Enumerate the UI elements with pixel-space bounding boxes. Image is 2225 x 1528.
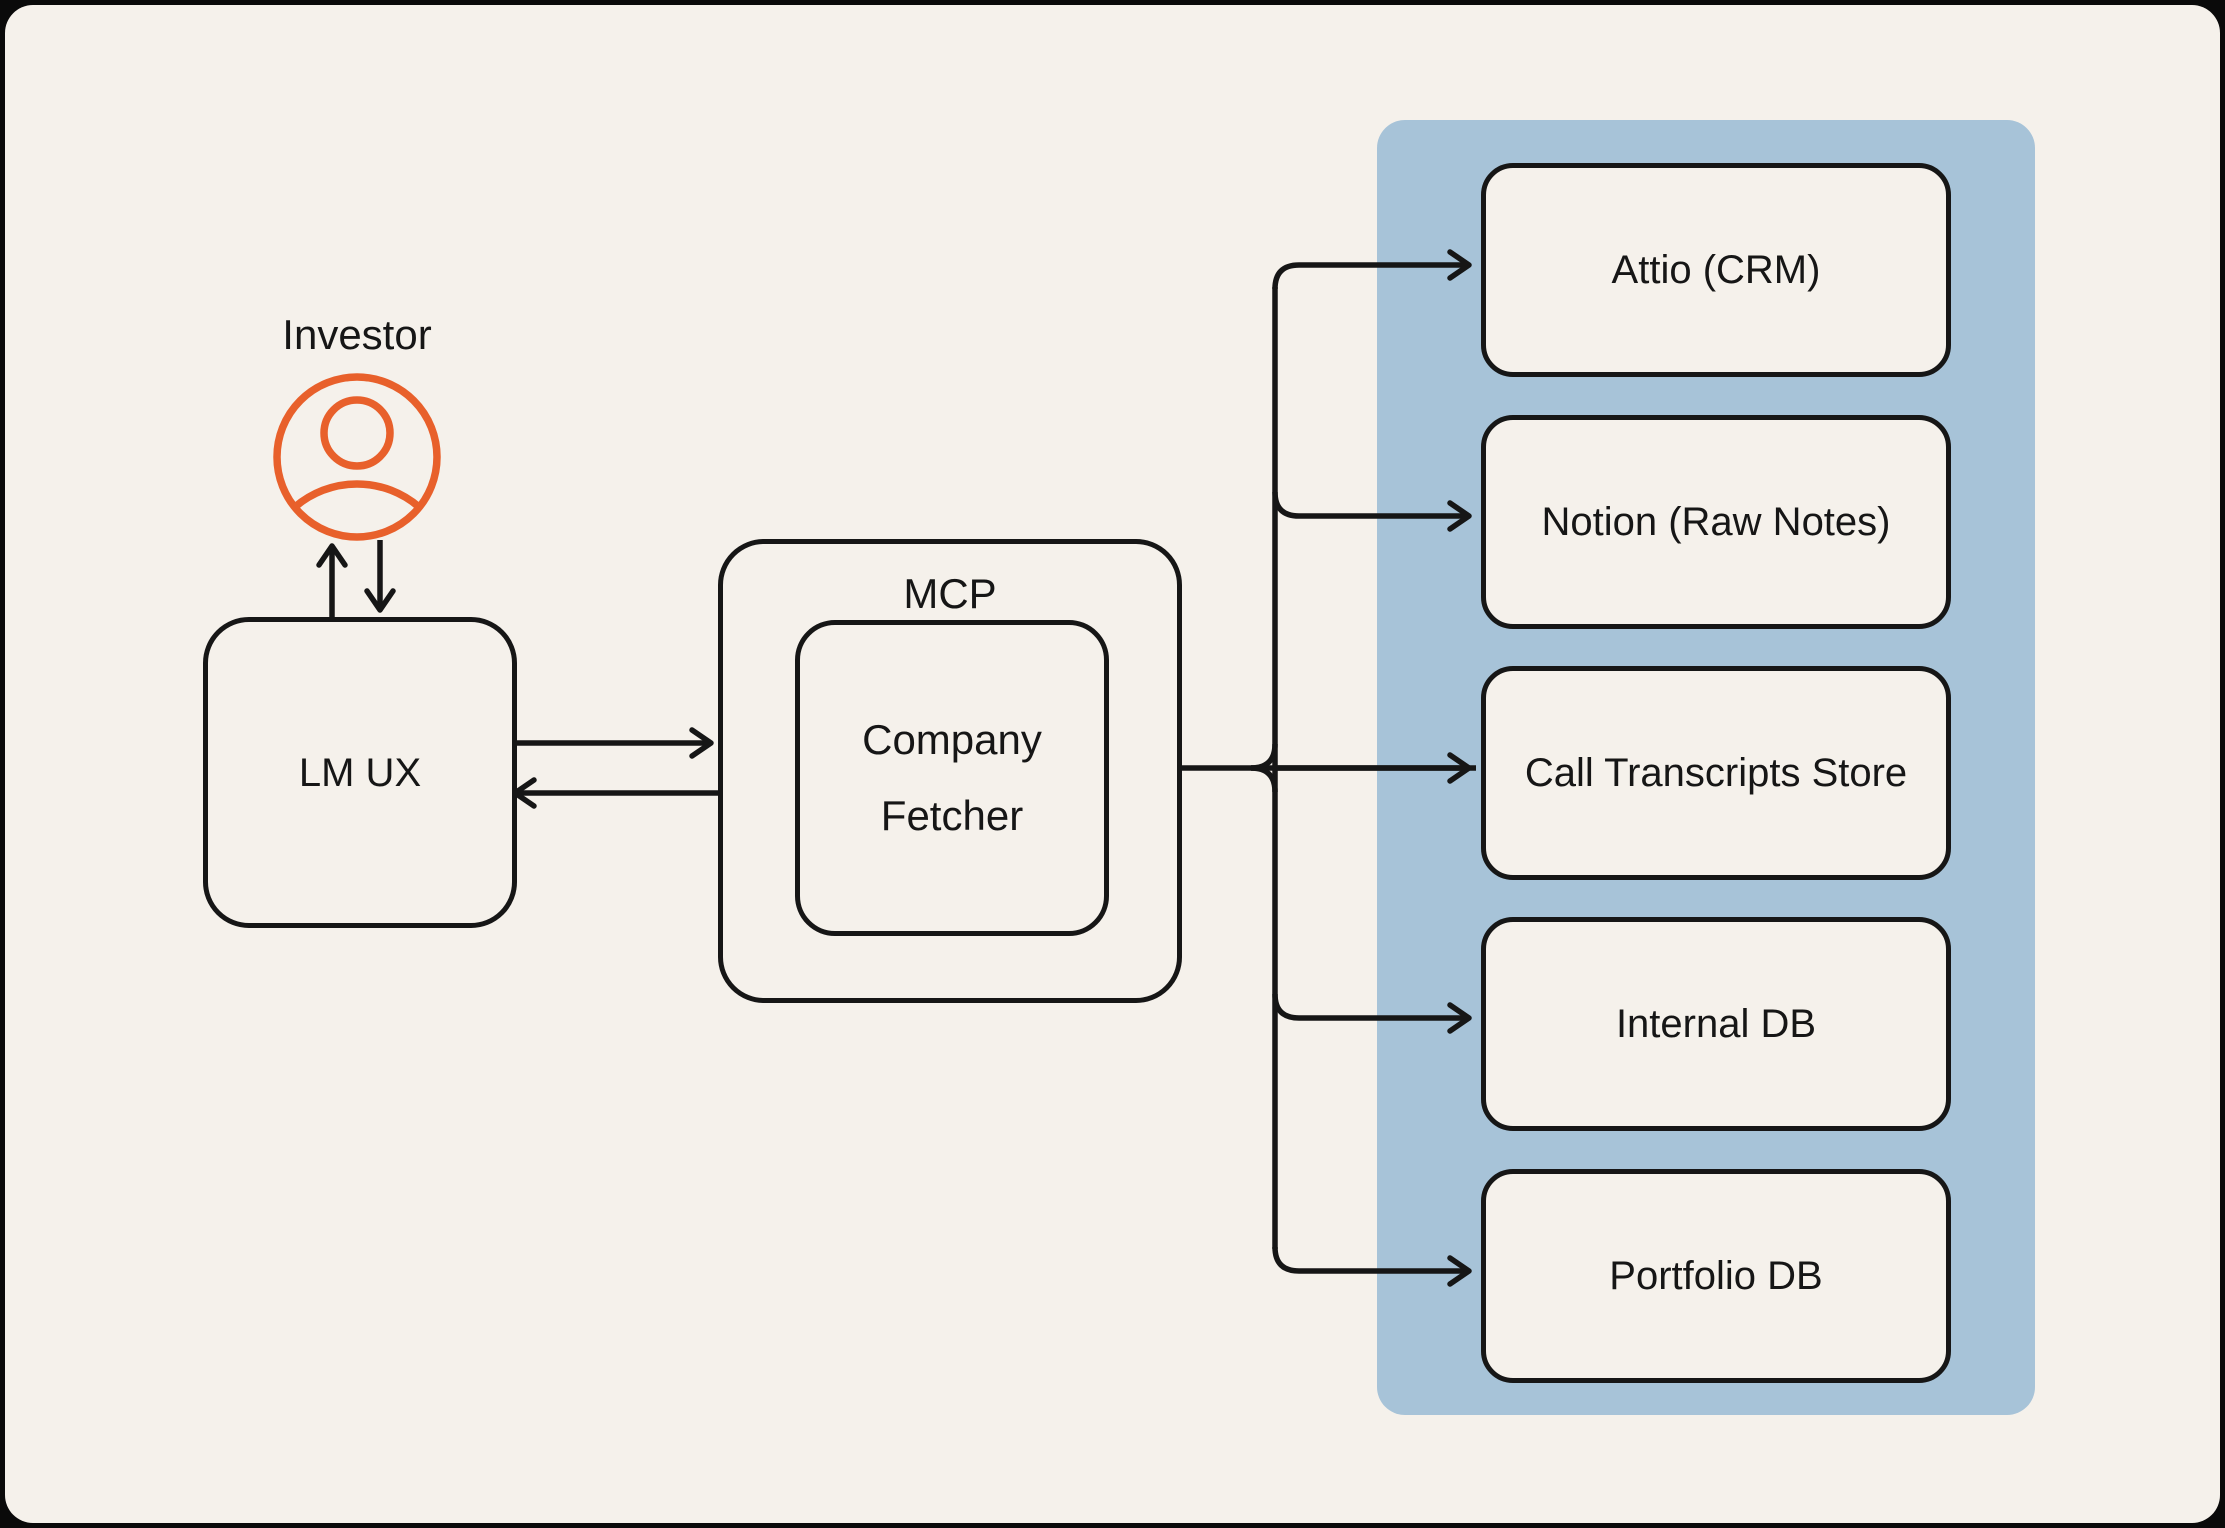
actor-label: Investor	[282, 311, 432, 358]
trunk-fillet-bottom	[1250, 765, 1278, 793]
source-box-attio: Attio (CRM)	[1481, 163, 1951, 377]
user-icon-head	[320, 396, 394, 470]
user-icon-outline	[273, 373, 441, 541]
source-box-notion-label: Notion (Raw Notes)	[1541, 500, 1891, 544]
source-box-portfolio-db: Portfolio DB	[1481, 1169, 1951, 1383]
source-box-call-transcripts-label: Call Transcripts Store	[1524, 751, 1908, 795]
node-company-fetcher: Company Fetcher	[795, 620, 1109, 936]
node-lm-ux-label: LM UX	[298, 750, 422, 795]
arrow-trunk-to-attio	[1272, 249, 1472, 290]
arrow-trunk-to-internal-db	[1272, 993, 1472, 1034]
source-box-portfolio-db-label: Portfolio DB	[1609, 1254, 1823, 1298]
source-box-internal-db-label: Internal DB	[1615, 1002, 1817, 1046]
diagram-canvas: Investor LM UX MCP Company Fetcher Attio…	[5, 5, 2220, 1523]
user-icon	[273, 373, 441, 541]
trunk-fillet-top	[1250, 743, 1278, 771]
arrow-trunk-to-portfolio-db	[1272, 1246, 1472, 1287]
user-icon-shoulders	[292, 480, 422, 510]
source-box-internal-db: Internal DB	[1481, 917, 1951, 1131]
node-mcp-label: MCP	[903, 570, 997, 617]
source-box-attio-label: Attio (CRM)	[1611, 248, 1821, 292]
source-box-call-transcripts: Call Transcripts Store	[1481, 666, 1951, 880]
connector-lines	[316, 249, 1476, 1287]
node-company-fetcher-label: Company Fetcher	[862, 716, 1042, 839]
node-mcp: MCP Company Fetcher	[718, 539, 1182, 1003]
arrow-trunk-to-notion	[1272, 491, 1472, 532]
source-box-notion: Notion (Raw Notes)	[1481, 415, 1951, 629]
node-lm-ux: LM UX	[203, 617, 517, 928]
